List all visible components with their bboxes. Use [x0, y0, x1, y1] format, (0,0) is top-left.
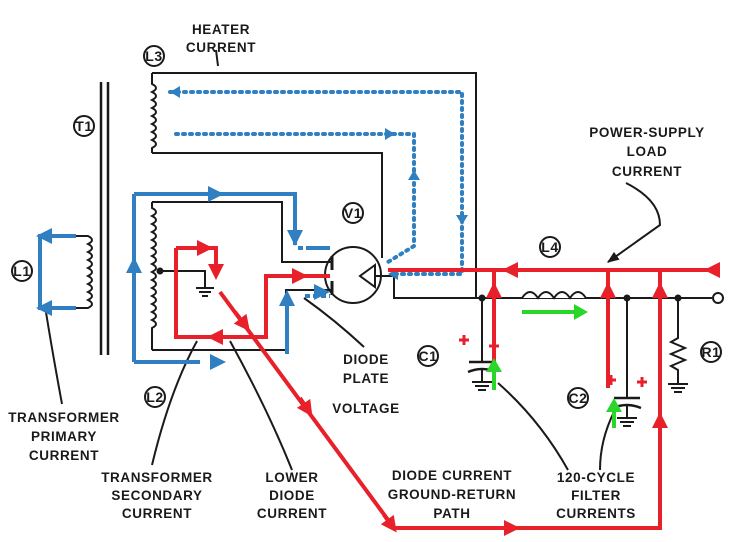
power-supply-label-line2: LOAD	[627, 144, 668, 159]
filter-label-line1: 120-CYCLE	[557, 470, 635, 485]
secondary-label-line3: CURRENT	[122, 506, 192, 521]
r1-label: R1	[701, 344, 720, 360]
primary-label-line2: PRIMARY	[31, 429, 97, 444]
red-currents	[174, 240, 720, 536]
v1-label: V1	[344, 205, 362, 221]
primary-label-line3: CURRENT	[29, 448, 99, 463]
ground-return-label-line3: PATH	[433, 506, 470, 521]
l4-label: L4	[541, 239, 559, 255]
heater-current-dotted	[168, 90, 464, 276]
heater-arrows	[170, 86, 468, 280]
plate-voltage-label-line2: PLATE	[343, 371, 389, 386]
l3-label: L3	[145, 48, 163, 64]
c1-label: C1	[418, 348, 437, 364]
power-supply-label-line3: CURRENT	[612, 164, 682, 179]
plate-voltage-label-line3: VOLTAGE	[332, 401, 399, 416]
heater-label-line2: CURRENT	[186, 40, 256, 55]
t1-label: T1	[75, 118, 93, 134]
lower-diode-label-line1: LOWER	[265, 470, 318, 485]
filter-label-line3: CURRENTS	[556, 506, 636, 521]
lower-diode-label-line3: CURRENT	[257, 506, 327, 521]
blue-currents	[36, 186, 330, 370]
primary-label-line1: TRANSFORMER	[8, 410, 120, 425]
annotation-labels: HEATER CURRENT POWER-SUPPLY LOAD CURRENT…	[8, 22, 704, 521]
ground-return-label-line2: GROUND-RETURN	[388, 487, 517, 502]
wiring	[11, 45, 724, 471]
green-currents	[492, 310, 616, 428]
heater-label-line1: HEATER	[192, 22, 250, 37]
l1-label: L1	[13, 263, 31, 279]
plus-signs	[459, 335, 647, 387]
c2-label: C2	[568, 390, 587, 406]
ground-return-label-line1: DIODE CURRENT	[392, 468, 512, 483]
green-arrowheads	[486, 304, 622, 412]
component-labels: T1 L1 L3 L2 V1 L4 C1 C2 R1	[13, 48, 720, 406]
lower-diode-label-line2: DIODE	[269, 488, 315, 503]
filter-label-line2: FILTER	[571, 488, 621, 503]
secondary-label-line2: SECONDARY	[111, 488, 202, 503]
plate-voltage-label-line1: DIODE	[343, 352, 389, 367]
l2-label: L2	[146, 389, 164, 405]
secondary-label-line1: TRANSFORMER	[101, 470, 213, 485]
power-supply-label-line1: POWER-SUPPLY	[589, 125, 704, 140]
